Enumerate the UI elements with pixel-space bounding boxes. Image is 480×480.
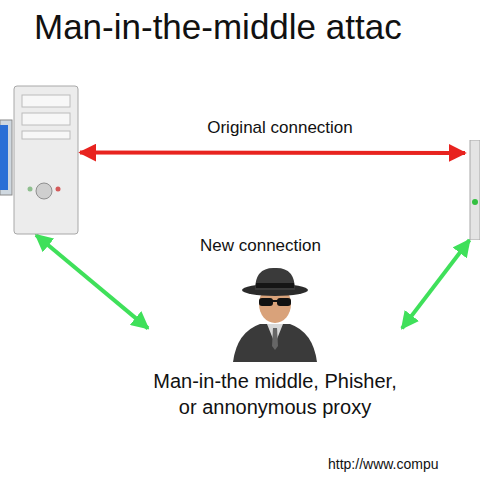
connection-label: Original connection — [207, 118, 353, 138]
power-button — [36, 183, 52, 199]
computer-node — [0, 85, 80, 235]
node-caption: Man-in-the middle, Phisher, or annonymou… — [148, 368, 402, 420]
connection-label: New connection — [200, 236, 321, 256]
status-light — [56, 187, 61, 192]
computer-icon — [0, 85, 80, 235]
monitor-edge — [0, 120, 12, 195]
coat — [233, 324, 317, 362]
pc-tower — [14, 86, 78, 234]
sunglasses — [277, 298, 291, 306]
drive-bay — [22, 113, 70, 125]
hat-band — [256, 283, 294, 288]
monitor-screen — [0, 125, 8, 190]
source-url: http://www.compu — [328, 456, 439, 473]
diagram-title: Man-in-the-middle attac — [34, 8, 402, 47]
server-icon — [465, 140, 480, 240]
status-light — [472, 199, 478, 205]
sunglasses — [259, 298, 273, 306]
man-icon — [225, 262, 325, 362]
new-connection-arrow — [402, 240, 470, 328]
drive-bay — [22, 131, 70, 139]
tie — [272, 328, 278, 350]
computer-node — [465, 140, 480, 240]
drive-bay — [22, 95, 70, 107]
attacker-node: Man-in-the middle, Phisher, or annonymou… — [148, 262, 402, 420]
sunglasses — [272, 300, 278, 302]
status-light — [28, 187, 33, 192]
original-connection-arrow — [80, 151, 465, 156]
hat-crown — [255, 268, 295, 290]
new-connection-arrow — [36, 235, 148, 328]
server-edge — [470, 140, 480, 240]
